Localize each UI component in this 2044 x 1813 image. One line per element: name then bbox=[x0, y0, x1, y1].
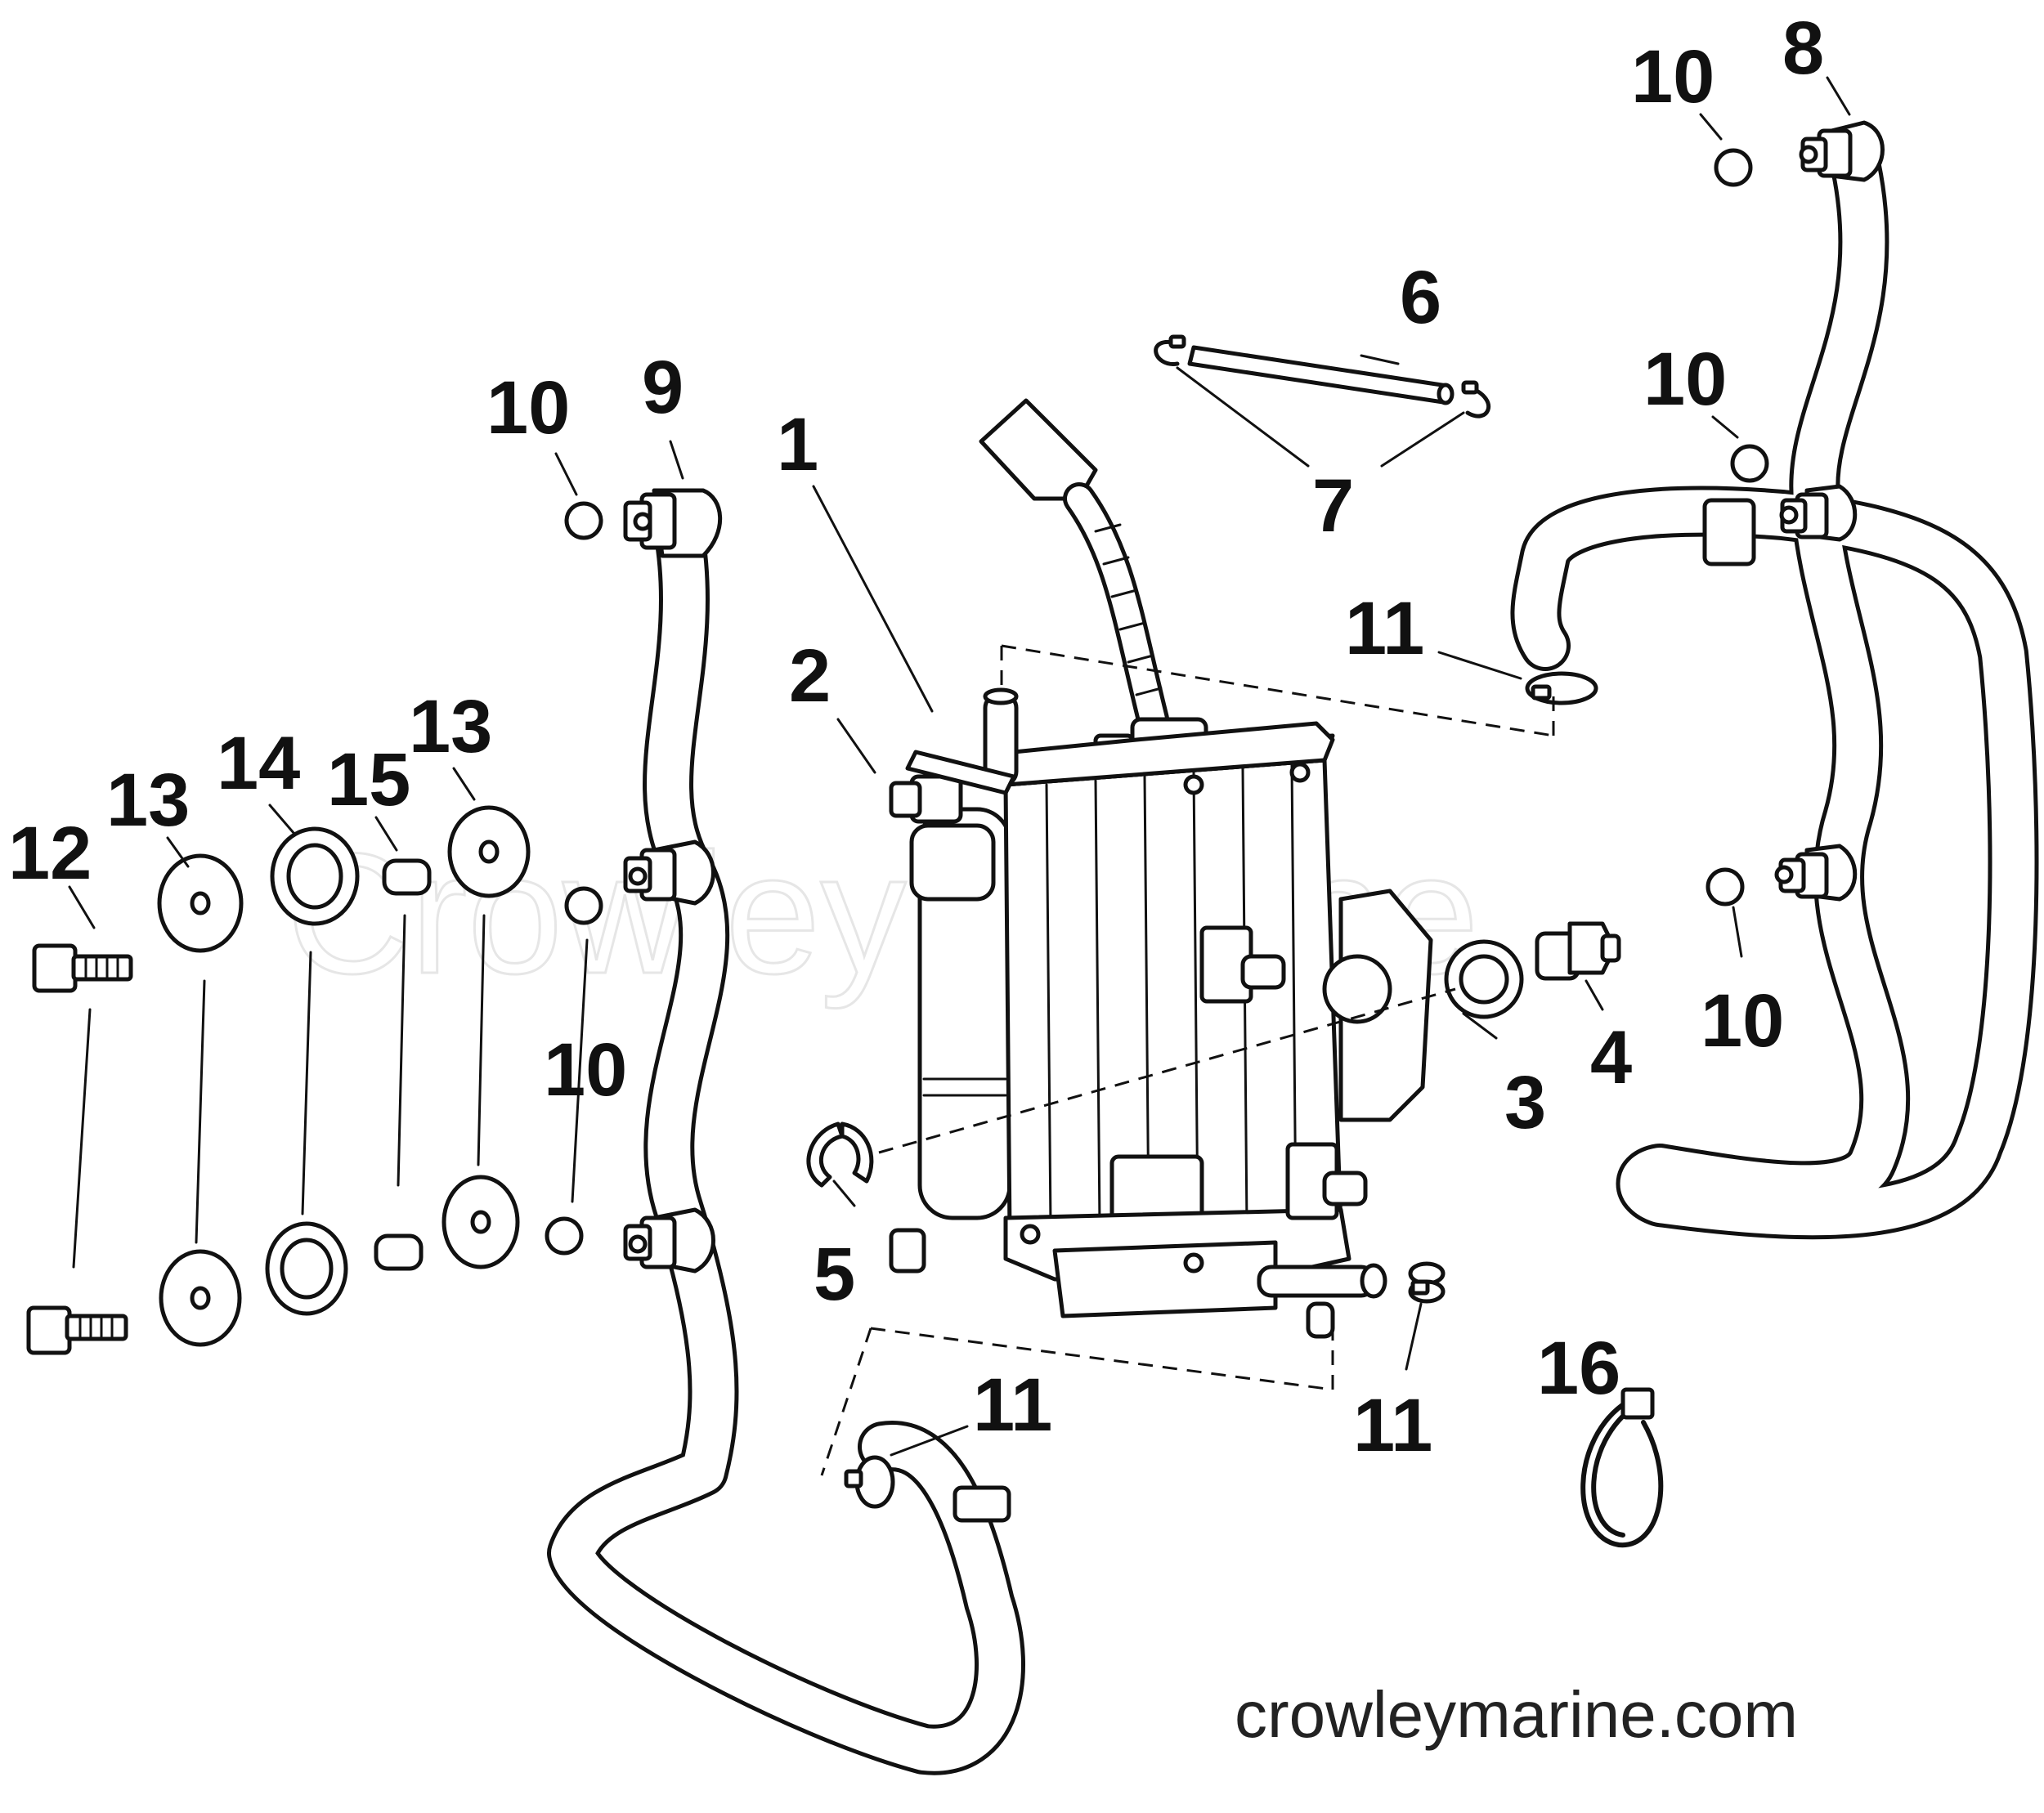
callout-6: 6 bbox=[1400, 256, 1441, 339]
bolt bbox=[32, 943, 133, 993]
bushing bbox=[382, 858, 432, 896]
callout-10-top-left: 10 bbox=[486, 366, 570, 450]
bolt bbox=[26, 1305, 128, 1355]
callout-11-lower-left: 11 bbox=[973, 1363, 1052, 1447]
callout-10-top-right: 10 bbox=[1631, 35, 1715, 119]
o-ring bbox=[1730, 444, 1769, 483]
fitting-mid-left bbox=[623, 839, 715, 906]
fitting-low-left bbox=[623, 1207, 715, 1274]
washer bbox=[442, 1175, 520, 1269]
callout-14: 14 bbox=[217, 722, 300, 805]
alignment-lines bbox=[72, 914, 589, 1269]
grommet bbox=[1444, 939, 1524, 1019]
callout-10-low-left: 10 bbox=[544, 1028, 627, 1112]
website-url: crowleymarine.com bbox=[1235, 1678, 1798, 1751]
clamp-right-tube bbox=[1461, 380, 1490, 419]
hose-clamp bbox=[1525, 671, 1598, 705]
callout-2: 2 bbox=[789, 634, 831, 718]
hose-sleeve bbox=[1702, 498, 1756, 566]
e-clip bbox=[806, 1121, 874, 1188]
callout-11-lower-right: 11 bbox=[1353, 1384, 1432, 1467]
leader-lines bbox=[68, 76, 1851, 1457]
o-ring bbox=[1714, 148, 1753, 187]
assembly-lines bbox=[820, 644, 1555, 1476]
fitting-top-right bbox=[1799, 120, 1885, 182]
callout-13-right: 13 bbox=[409, 685, 492, 768]
o-ring bbox=[564, 501, 603, 540]
hose-clamp bbox=[844, 1455, 895, 1509]
hose-clamp bbox=[1408, 1261, 1446, 1304]
callout-16: 16 bbox=[1537, 1327, 1620, 1410]
callout-5: 5 bbox=[814, 1233, 855, 1316]
fitting-low-right bbox=[1774, 844, 1858, 902]
callout-9: 9 bbox=[642, 346, 684, 429]
washer bbox=[447, 805, 531, 898]
clamp-left-tube bbox=[1154, 334, 1186, 366]
harness-connector bbox=[979, 398, 1098, 501]
bushing bbox=[374, 1233, 424, 1271]
callout-1: 1 bbox=[777, 403, 818, 486]
vapor-separator-tank bbox=[889, 398, 1433, 1339]
callout-8: 8 bbox=[1782, 7, 1824, 90]
callout-10-low-right: 10 bbox=[1701, 979, 1784, 1063]
o-ring bbox=[545, 1216, 584, 1256]
o-ring bbox=[564, 886, 603, 925]
callout-10-mid-right: 10 bbox=[1643, 338, 1727, 421]
callout-3: 3 bbox=[1504, 1061, 1546, 1144]
fitting-top-left bbox=[623, 488, 723, 558]
callout-13-left: 13 bbox=[106, 759, 190, 842]
callout-7: 7 bbox=[1312, 464, 1354, 548]
o-ring bbox=[1706, 867, 1745, 906]
grommet bbox=[270, 826, 360, 926]
strap-clamp bbox=[1580, 1387, 1664, 1548]
hose-sleeve bbox=[953, 1485, 1011, 1523]
callout-15: 15 bbox=[327, 738, 410, 821]
callout-4: 4 bbox=[1590, 1016, 1632, 1099]
callout-labels: 1 2 3 4 5 6 7 8 9 10 10 10 10 10 11 11 1… bbox=[8, 7, 1824, 1467]
vent-tube bbox=[1187, 345, 1455, 405]
grommet bbox=[265, 1221, 348, 1316]
inlet-fitting bbox=[1535, 921, 1621, 981]
fitting-mid-right bbox=[1779, 484, 1858, 542]
callout-11-upper: 11 bbox=[1345, 587, 1424, 670]
washer bbox=[159, 1249, 242, 1347]
washer bbox=[157, 853, 244, 953]
callout-12: 12 bbox=[8, 812, 92, 895]
